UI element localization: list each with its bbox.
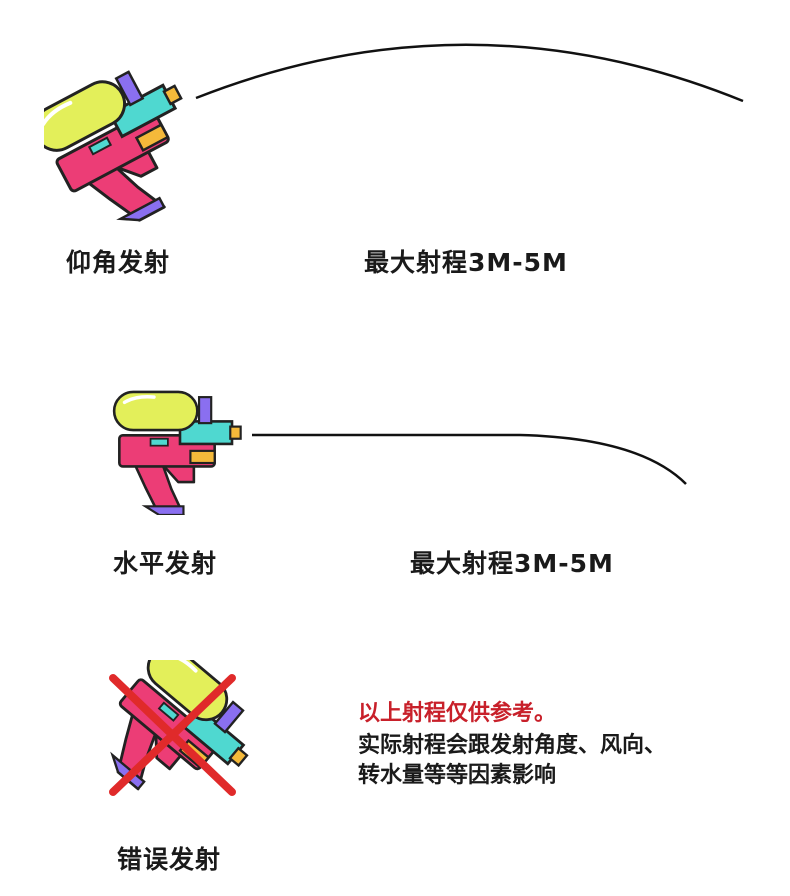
red-cross-icon bbox=[109, 674, 236, 796]
elevated-range-label: 最大射程3M-5M bbox=[364, 248, 568, 277]
water-gun-icon bbox=[112, 390, 243, 515]
note-line-2: 转水量等等因素影响 bbox=[358, 763, 557, 788]
elevated-trajectory-arc bbox=[195, 43, 744, 103]
horizontal-range-label: 最大射程3M-5M bbox=[410, 549, 614, 578]
horizontal-trajectory-arc bbox=[252, 433, 687, 485]
note-title: 以上射程仅供参考。 bbox=[358, 701, 557, 726]
horizontal-launch-label: 水平发射 bbox=[113, 549, 218, 578]
note-line-1: 实际射程会跟发射角度、风向、 bbox=[358, 733, 667, 758]
elevated-launch-label: 仰角发射 bbox=[66, 248, 171, 277]
water-gun-icon bbox=[44, 70, 204, 230]
wrong-launch-label: 错误发射 bbox=[117, 845, 222, 874]
